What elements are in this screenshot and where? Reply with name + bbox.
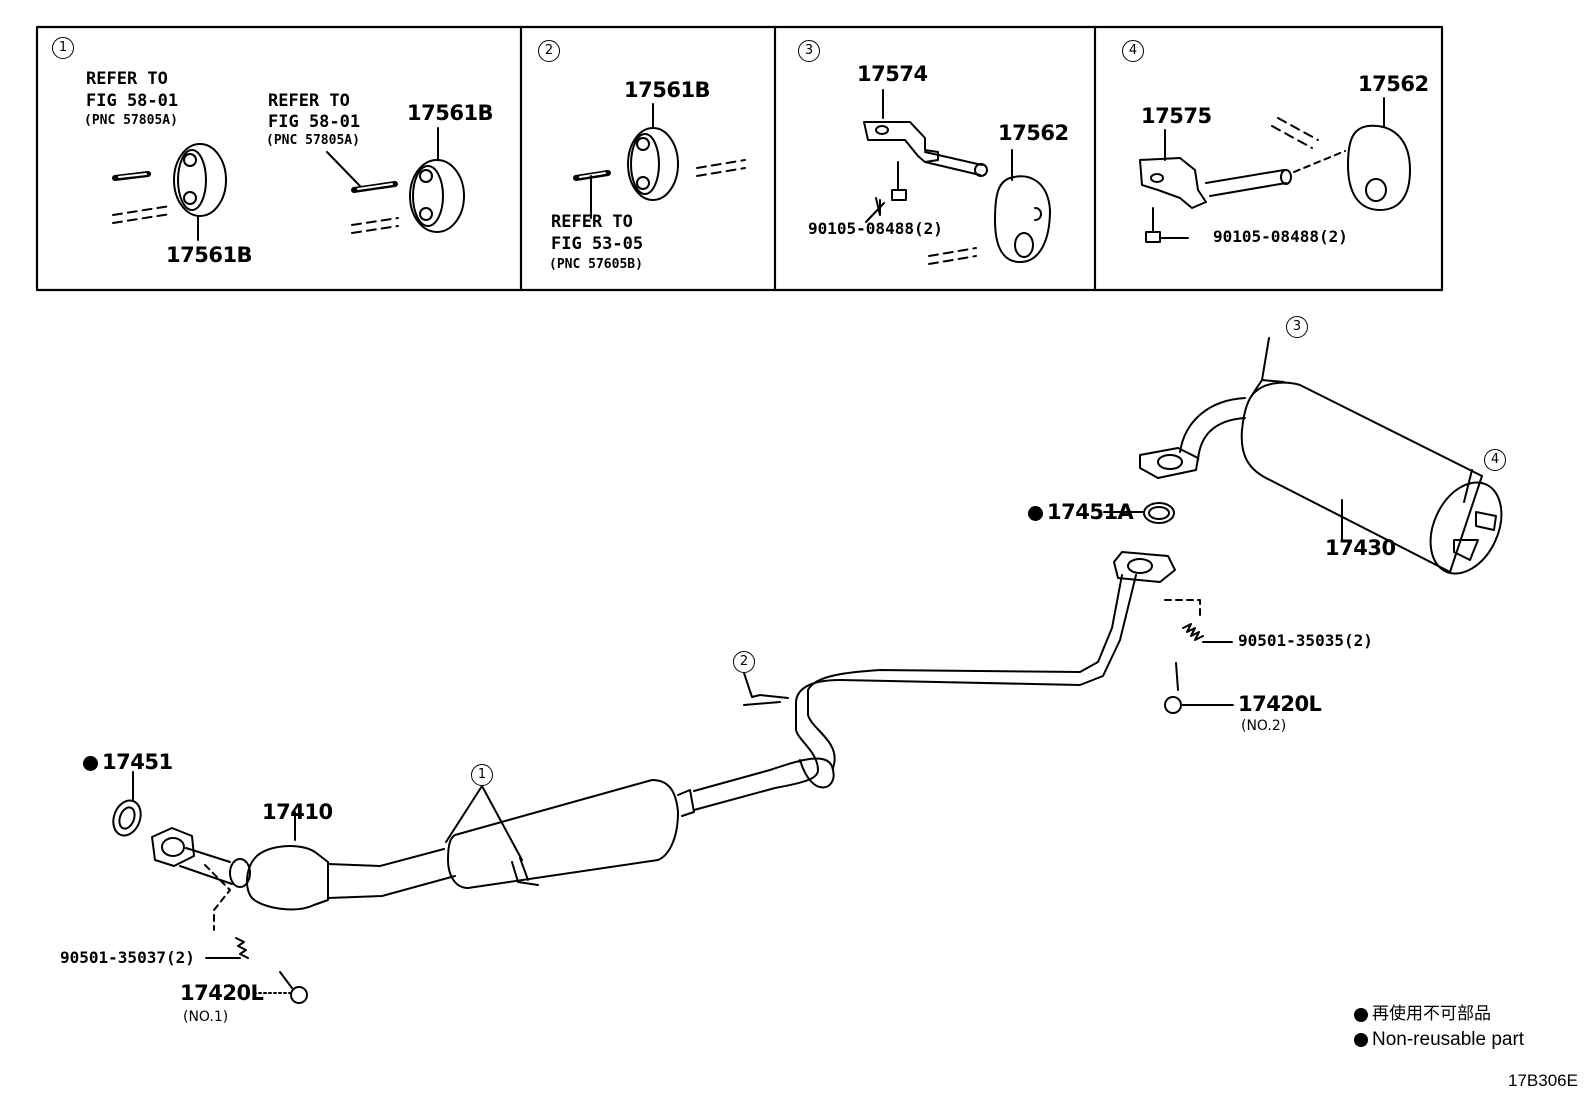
- part-number-17574: 17574: [857, 62, 928, 86]
- refer-pnc-label: (PNC 57605B): [549, 257, 643, 272]
- part-label: 17451A: [1047, 500, 1134, 524]
- refer-to-label: REFER TO: [551, 212, 633, 232]
- part-number-17451a: 17451A: [1028, 500, 1134, 524]
- part-number-17575: 17575: [1141, 104, 1212, 128]
- part-number-17561b: 17561B: [166, 243, 253, 267]
- non-reusable-dot-icon: [1354, 1007, 1368, 1022]
- legend-jp: 再使用不可部品: [1354, 1005, 1491, 1022]
- refer-fig-label: FIG 53-05: [551, 234, 644, 254]
- non-reusable-dot-icon: [1354, 1032, 1368, 1047]
- part-number-17562: 17562: [998, 121, 1069, 145]
- part-number-17410: 17410: [262, 800, 333, 824]
- refer-to-label: REFER TO: [86, 69, 168, 89]
- panel-2-art: [573, 103, 746, 219]
- refer-pnc-label: (PNC 57805A): [266, 133, 360, 148]
- legend-jp-text: 再使用不可部品: [1372, 1004, 1491, 1023]
- detail-panels-frame: [35, 25, 1444, 292]
- panel-1-art: [112, 127, 465, 241]
- bolt-number-front: 17420L: [180, 981, 264, 1005]
- figure-code: 17B306E: [1508, 1071, 1578, 1090]
- refer-fig-label: FIG 58-01: [268, 112, 361, 132]
- part-number-17562: 17562: [1358, 72, 1429, 96]
- refer-to-label: REFER TO: [268, 91, 350, 111]
- legend-en: Non-reusable part: [1354, 1030, 1524, 1049]
- panel-4-art: [1139, 97, 1411, 243]
- bolt-number-rear: 17420L: [1238, 692, 1322, 716]
- spring-number-rear: 90501-35035(2): [1238, 631, 1373, 650]
- callout-1: 1: [52, 37, 74, 59]
- callout-4: 4: [1122, 40, 1144, 62]
- callout-4: 4: [1484, 449, 1506, 471]
- legend-en-text: Non-reusable part: [1372, 1029, 1525, 1050]
- non-reusable-dot-icon: [83, 755, 98, 771]
- callout-3: 3: [1286, 316, 1308, 338]
- refer-fig-label: FIG 58-01: [86, 91, 179, 111]
- callout-1: 1: [471, 764, 493, 786]
- part-number-17561b: 17561B: [407, 101, 494, 125]
- part-number-17430: 17430: [1325, 536, 1396, 560]
- callout-3: 3: [798, 40, 820, 62]
- callout-2: 2: [733, 651, 755, 673]
- bolt-number: 90105-08488(2): [808, 219, 943, 238]
- callout-2: 2: [538, 40, 560, 62]
- part-number-17451: 17451: [83, 752, 173, 773]
- part-number-17561b: 17561B: [624, 78, 711, 102]
- main-exhaust-art: [112, 337, 1503, 1004]
- bolt-note-rear: (NO.2): [1241, 718, 1287, 734]
- non-reusable-dot-icon: [1028, 505, 1043, 521]
- panel-3-art: [863, 89, 1051, 265]
- refer-pnc-label: (PNC 57805A): [84, 113, 178, 128]
- spring-number-front: 90501-35037(2): [60, 948, 195, 967]
- part-label: 17451: [102, 750, 173, 774]
- bolt-note-front: (NO.1): [183, 1009, 229, 1025]
- bolt-number: 90105-08488(2): [1213, 227, 1348, 246]
